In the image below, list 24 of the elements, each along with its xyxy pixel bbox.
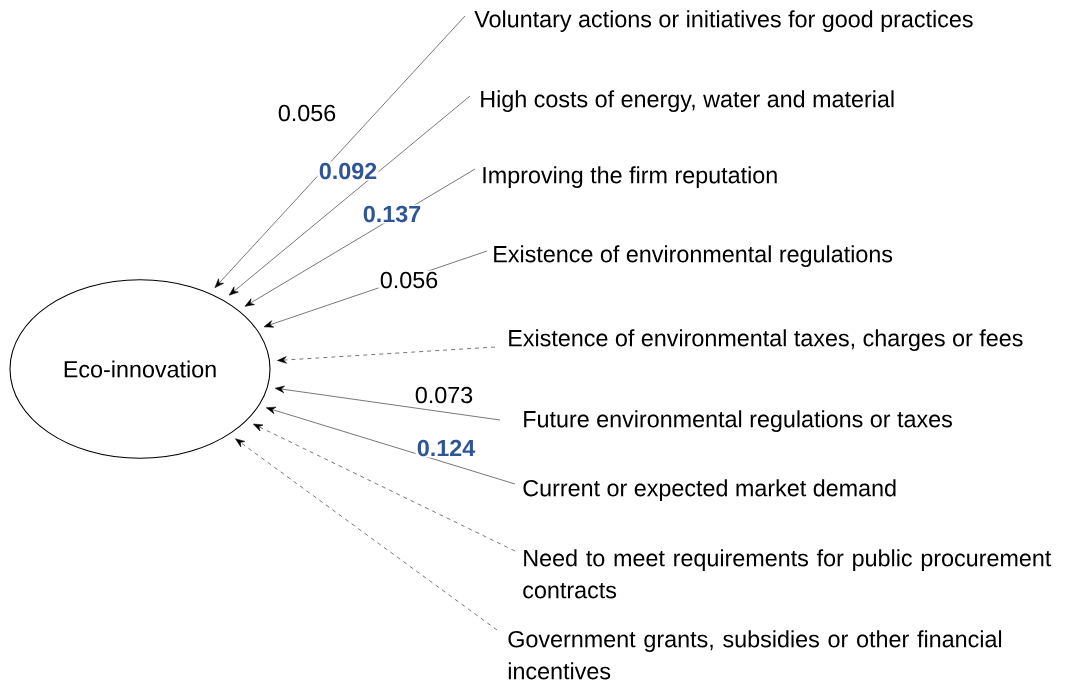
ellipse-node: Eco-innovation	[9, 279, 271, 459]
edge-label: 0.056	[378, 270, 440, 290]
factor-text: Future environmental regulations or taxes	[524, 410, 952, 433]
factor-text: Existence of environmental taxes, charges or fees	[509, 329, 1023, 352]
arrow	[266, 406, 516, 485]
arrow	[274, 385, 501, 421]
factor-text: Improving the firm reputation	[483, 166, 777, 189]
edge-label: 0.124	[415, 438, 477, 458]
arrow	[244, 168, 476, 307]
factor-text: High costs of energy, water and material	[481, 90, 894, 113]
edge-label: 0.073	[413, 385, 475, 405]
factor-text: Voluntary actions or initiatives for good practices	[474, 10, 973, 33]
arrow	[253, 423, 516, 552]
arrow	[214, 15, 466, 288]
arrow	[228, 95, 471, 296]
factor-text: Existence of environmental regulations	[494, 245, 893, 268]
edge-label: 0.137	[361, 204, 423, 224]
edge-label: 0.092	[317, 161, 379, 181]
edge-label: 0.056	[276, 103, 338, 123]
factor-text: Need to meet requirements for public procurement contracts	[523, 549, 1052, 599]
arrow	[235, 438, 498, 631]
factor-text: Government grants, subsidies or other financial incentives	[508, 630, 1002, 680]
arrow	[277, 346, 496, 364]
factor-text: Current or expected market demand	[523, 479, 896, 502]
